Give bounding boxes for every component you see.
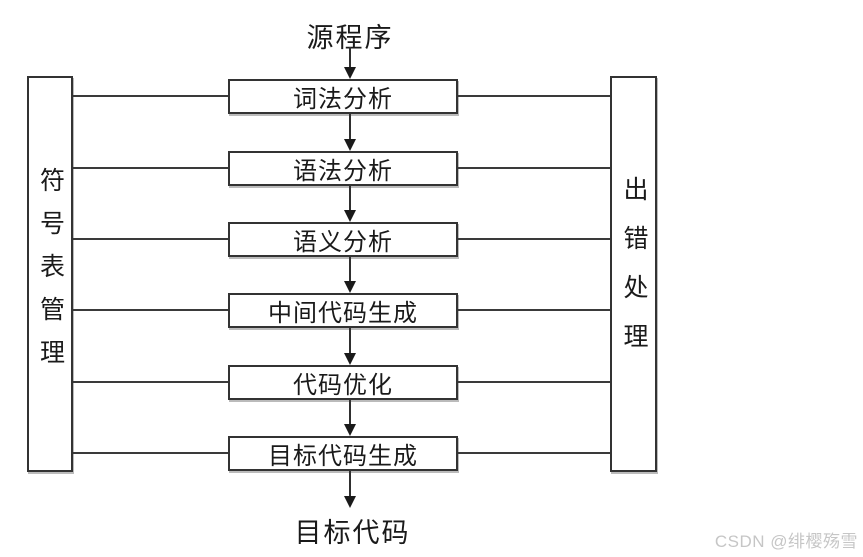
arrow-lexical-to-syntax bbox=[344, 114, 356, 151]
arrow-intermediate-to-optimization bbox=[344, 328, 356, 365]
symbol-table-label: 符号表管理 bbox=[36, 166, 64, 382]
arrow-head-icon bbox=[344, 496, 356, 508]
arrow-shaft bbox=[349, 328, 351, 353]
stage-label: 目标代码生成 bbox=[268, 444, 418, 470]
stage-label: 中间代码生成 bbox=[268, 301, 418, 327]
arrow-shaft bbox=[349, 471, 351, 496]
arrow-shaft bbox=[349, 47, 351, 67]
connector-symtab-codegen bbox=[73, 452, 228, 454]
stage-intermediate-code-generation: 中间代码生成 bbox=[228, 293, 458, 328]
arrow-head-icon bbox=[344, 67, 356, 79]
arrow-codegen-to-target bbox=[344, 471, 356, 508]
connector-error-intermediate bbox=[458, 309, 610, 311]
connector-symtab-lexical bbox=[73, 95, 228, 97]
error-handling-label: 出错处理 bbox=[620, 176, 647, 372]
connector-symtab-optimization bbox=[73, 381, 228, 383]
arrow-syntax-to-semantic bbox=[344, 186, 356, 222]
connector-error-syntax bbox=[458, 167, 610, 169]
arrow-head-icon bbox=[344, 139, 356, 151]
arrow-head-icon bbox=[344, 424, 356, 436]
error-handling-panel: 出错处理 bbox=[610, 76, 657, 472]
stage-label: 语义分析 bbox=[293, 230, 393, 256]
target-code-label: 目标代码 bbox=[294, 518, 411, 548]
watermark: CSDN @绯樱殇雪 bbox=[714, 532, 858, 551]
arrow-head-icon bbox=[344, 210, 356, 222]
connector-symtab-semantic bbox=[73, 238, 228, 240]
arrow-shaft bbox=[349, 186, 351, 210]
stage-syntax-analysis: 语法分析 bbox=[228, 151, 458, 186]
arrow-shaft bbox=[349, 400, 351, 424]
connector-error-codegen bbox=[458, 452, 610, 454]
stage-label: 代码优化 bbox=[293, 373, 393, 399]
connector-error-lexical bbox=[458, 95, 610, 97]
arrow-shaft bbox=[349, 257, 351, 281]
arrow-optimization-to-codegen bbox=[344, 400, 356, 436]
arrow-head-icon bbox=[344, 281, 356, 293]
symbol-table-management-panel: 符号表管理 bbox=[27, 76, 73, 472]
arrow-head-icon bbox=[344, 353, 356, 365]
arrow-semantic-to-intermediate bbox=[344, 257, 356, 293]
connector-error-optimization bbox=[458, 381, 610, 383]
stage-label: 词法分析 bbox=[293, 87, 393, 113]
connector-error-semantic bbox=[458, 238, 610, 240]
stage-code-optimization: 代码优化 bbox=[228, 365, 458, 400]
stage-label: 语法分析 bbox=[293, 159, 393, 185]
arrow-source-to-lexical bbox=[344, 47, 356, 79]
stage-semantic-analysis: 语义分析 bbox=[228, 222, 458, 257]
stage-lexical-analysis: 词法分析 bbox=[228, 79, 458, 114]
arrow-shaft bbox=[349, 114, 351, 139]
connector-symtab-intermediate bbox=[73, 309, 228, 311]
stage-target-code-generation: 目标代码生成 bbox=[228, 436, 458, 471]
connector-symtab-syntax bbox=[73, 167, 228, 169]
